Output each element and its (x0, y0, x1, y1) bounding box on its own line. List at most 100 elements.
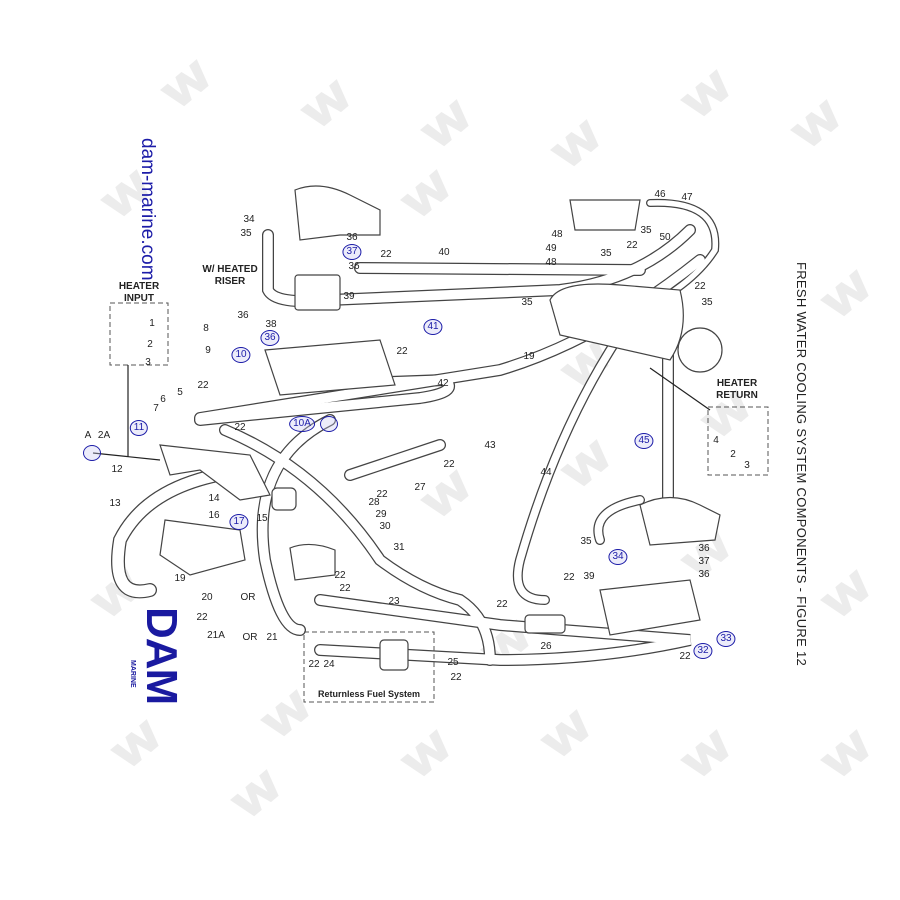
watermark-shape (420, 469, 469, 517)
callout-29: 29 (375, 509, 387, 520)
callout-10[interactable]: 10 (231, 347, 251, 363)
watermark-shape (110, 719, 159, 767)
watermark-shape (560, 439, 609, 487)
watermark-shape (540, 709, 589, 757)
callout-43: 43 (484, 440, 496, 451)
callout-36: 36 (237, 310, 249, 321)
callout-2: 2 (730, 449, 736, 460)
heater-return-heading: HEATER RETURN (706, 378, 768, 402)
watermark-shape (820, 269, 869, 317)
returnless-fuel-box (303, 631, 435, 703)
callout-32[interactable]: 32 (693, 643, 713, 659)
callout-23: 23 (388, 596, 400, 607)
callout-35: 35 (580, 536, 592, 547)
heading-line: HEATER (716, 378, 758, 389)
callout-22: 22 (234, 422, 246, 433)
watermark-shape (790, 99, 839, 147)
callout-40: 40 (438, 247, 450, 258)
watermark-shape (680, 529, 729, 577)
watermark-shape (400, 169, 449, 217)
watermark-shape (820, 569, 869, 617)
callout-25: 25 (447, 657, 459, 668)
callout-blank[interactable] (320, 416, 338, 432)
watermark-shape (700, 389, 749, 437)
callout-2A: 2A (97, 430, 111, 441)
callout-48: 48 (551, 229, 563, 240)
callout-34[interactable]: 34 (608, 549, 628, 565)
site-url[interactable]: dam-marine.com (137, 138, 158, 281)
heading-line: RISER (214, 276, 246, 287)
callout-17[interactable]: 17 (229, 514, 249, 530)
callout-22: 22 (396, 346, 408, 357)
watermark-shape (680, 729, 729, 777)
callout-22: 22 (197, 380, 209, 391)
callout-2: 2 (147, 339, 153, 350)
or-label: OR (242, 632, 258, 643)
watermarks (90, 59, 869, 817)
exhaust-manifold-right (599, 579, 701, 636)
callout-21: 21 (266, 632, 278, 643)
callout-22: 22 (196, 612, 208, 623)
callout-41[interactable]: 41 (423, 319, 443, 335)
callout-19: 19 (174, 573, 186, 584)
callout-11[interactable]: 11 (129, 420, 149, 436)
fuel-cooler (379, 639, 409, 671)
watermark-shape (300, 79, 349, 127)
callout-35: 35 (640, 225, 652, 236)
callout-27: 27 (414, 482, 426, 493)
figure-title: FRESH WATER COOLING SYSTEM COMPONENTS - … (794, 262, 809, 667)
callout-36[interactable]: 36 (260, 330, 280, 346)
callout-31: 31 (393, 542, 405, 553)
callout-36: 36 (698, 543, 710, 554)
callout-44: 44 (540, 467, 552, 478)
watermark-shape (680, 69, 729, 117)
callout-22: 22 (376, 489, 388, 500)
heading-line: W/ HEATED (202, 264, 258, 275)
callout-7: 7 (153, 403, 159, 414)
exhaust-manifold-left (264, 339, 396, 396)
heading-line: HEATER (118, 281, 160, 292)
returnless-fuel-heading: Returnless Fuel System (317, 689, 421, 699)
callout-9: 9 (205, 345, 211, 356)
callout-36: 36 (346, 232, 358, 243)
callout-50: 50 (659, 232, 671, 243)
callout-35: 35 (701, 297, 713, 308)
heading-line: INPUT (124, 293, 154, 304)
callout-3: 3 (145, 357, 151, 368)
watermark-shape (420, 99, 469, 147)
logo-text: DAM (137, 607, 186, 705)
callout-47: 47 (681, 192, 693, 203)
callout-16: 16 (208, 510, 220, 521)
callout-33[interactable]: 33 (716, 631, 736, 647)
watermark-shape (400, 729, 449, 777)
logo-subtext: MARINE (129, 660, 136, 688)
callout-10A[interactable]: 10A (289, 416, 315, 432)
callout-37: 37 (698, 556, 710, 567)
callout-46: 46 (654, 189, 666, 200)
thermostat-housing (159, 444, 271, 501)
callout-A: A (84, 430, 92, 441)
watermark-shape (560, 339, 609, 387)
heated-riser-heading: W/ HEATED RISER (195, 264, 265, 288)
callout-37[interactable]: 37 (342, 244, 362, 260)
callout-5: 5 (177, 387, 183, 398)
callout-38: 38 (265, 319, 277, 330)
callout-15: 15 (256, 513, 268, 524)
callout-39: 39 (343, 291, 355, 302)
callout-4: 4 (713, 435, 719, 446)
callout-22: 22 (308, 659, 320, 670)
callout-28: 28 (368, 497, 380, 508)
callout-19: 19 (523, 351, 535, 362)
watermark-shape (230, 769, 279, 817)
callout-24: 24 (323, 659, 335, 670)
water-pump (159, 519, 246, 576)
heater-input-box (109, 302, 169, 366)
callout-35: 35 (600, 248, 612, 259)
callout-36: 36 (348, 261, 360, 272)
watermark-shape (100, 169, 149, 217)
callout-45[interactable]: 45 (634, 433, 654, 449)
coolant-reservoir (569, 199, 641, 231)
callout-blank[interactable] (83, 445, 101, 461)
watermark-shape (260, 689, 309, 737)
